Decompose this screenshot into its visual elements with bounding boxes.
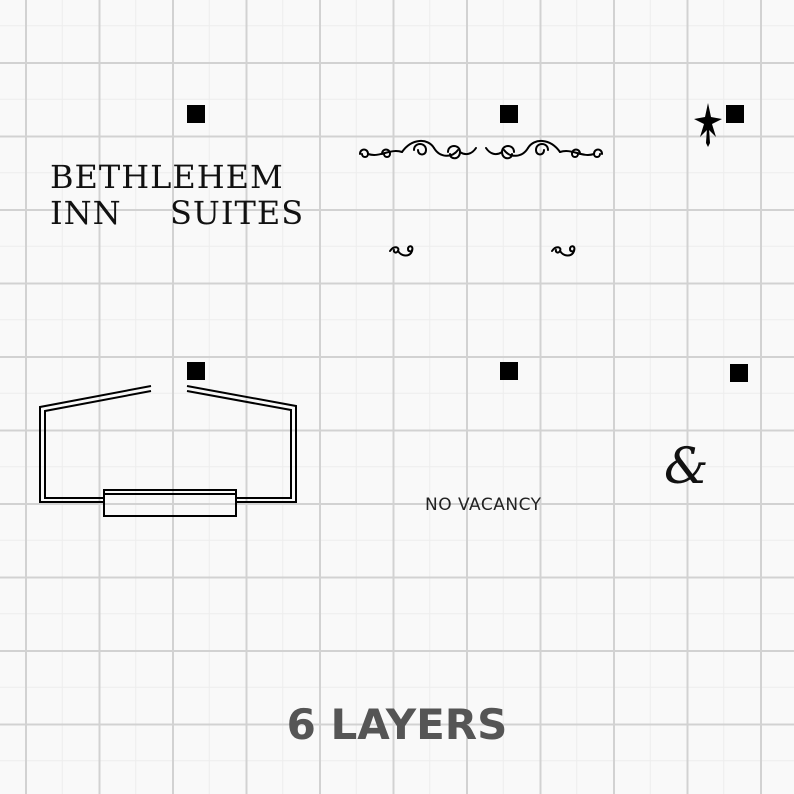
sign-frame-outline (39, 385, 297, 517)
flourish-left-icon (359, 140, 477, 160)
flourish-right-icon (485, 140, 603, 160)
star-icon (694, 103, 722, 147)
swirl-left-icon (389, 245, 414, 257)
registration-marker (500, 105, 518, 123)
ampersand-glyph: & (664, 437, 710, 495)
sign-title: BETHLEHEM (50, 158, 284, 196)
sign-subtitle-left: INN (50, 194, 122, 232)
registration-marker (500, 362, 518, 380)
registration-marker (187, 362, 205, 380)
sign-subtitle-right: SUITES (170, 194, 305, 232)
swirl-right-icon (551, 245, 576, 257)
registration-marker (726, 105, 744, 123)
layers-label: 6 LAYERS (286, 700, 508, 749)
registration-marker (187, 105, 205, 123)
no-vacancy-text: NO VACANCY (425, 495, 542, 515)
registration-marker (730, 364, 748, 382)
